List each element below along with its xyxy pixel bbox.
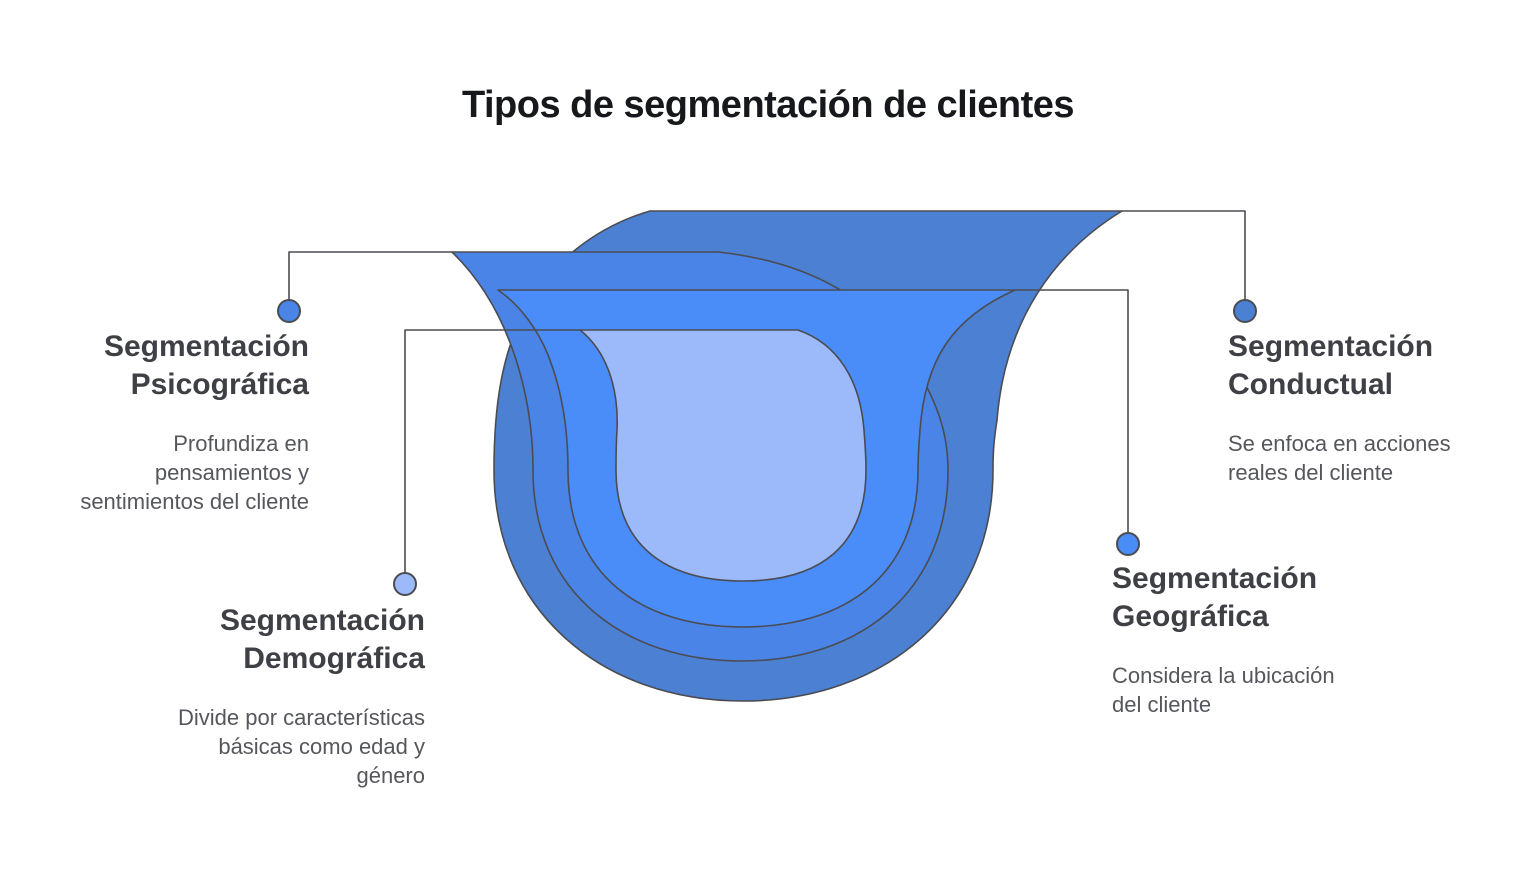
callout-conductual-description: Se enfoca en acciones reales del cliente — [1228, 430, 1451, 485]
callout-demografica: Segmentación Demográfica Divide por cara… — [145, 602, 425, 790]
dot-psicografica — [277, 299, 301, 323]
callout-psicografica-description: Profundiza en pensamientos y sentimiento… — [80, 430, 309, 514]
callout-geografica-title: Segmentación Geográfica — [1112, 562, 1318, 633]
dot-conductual — [1233, 299, 1257, 323]
connector-psicografica — [288, 251, 453, 301]
connector-conductual — [1121, 210, 1246, 301]
callout-conductual-title: Segmentación Conductual — [1228, 330, 1434, 401]
connector-geografica — [1014, 289, 1129, 534]
page-title: Tipos de segmentación de clientes — [461, 84, 1075, 126]
ring-demografica — [579, 329, 867, 582]
callout-psicografica-title: Segmentación Psicográfica — [103, 330, 309, 401]
connector-demografica — [404, 329, 581, 574]
dot-geografica — [1116, 532, 1140, 556]
dot-demografica — [393, 572, 417, 596]
callout-geografica-description: Considera la ubicación del cliente — [1112, 662, 1335, 717]
callout-conductual: Segmentación Conductual Se enfoca en acc… — [1228, 328, 1473, 487]
callout-geografica: Segmentación Geográfica Considera la ubi… — [1112, 560, 1362, 719]
callout-demografica-description: Divide por características básicas como … — [178, 704, 425, 788]
callout-psicografica: Segmentación Psicográfica Profundiza en … — [29, 328, 309, 516]
callout-demografica-title: Segmentación Demográfica — [219, 604, 425, 675]
